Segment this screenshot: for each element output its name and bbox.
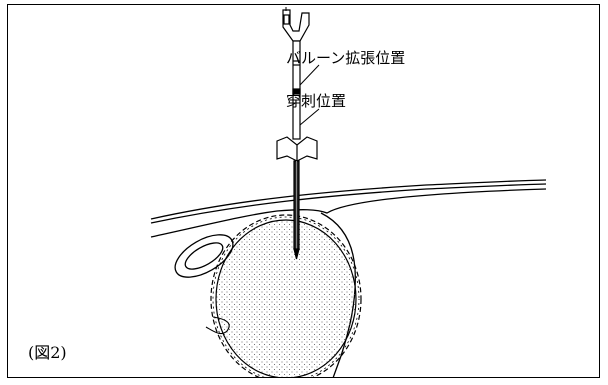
abdominal-wall-inner-line: [150, 183, 547, 224]
vessel-inner: [184, 242, 224, 270]
vessel-outer: [174, 234, 234, 278]
abdominal-wall-outer-line: [150, 179, 547, 220]
needle-tip: [293, 248, 300, 260]
puncture-diagram: [150, 7, 547, 377]
drain-tail: [205, 316, 230, 335]
figure-caption: (図2): [28, 343, 67, 362]
balloon-position-label: バルーン拡張位置: [286, 49, 406, 67]
puncture-position-label: 穿刺位置: [286, 92, 347, 110]
connector-cap: [283, 14, 290, 25]
peritoneum-line: [150, 188, 547, 238]
leader-puncture: [299, 108, 320, 126]
figure-frame: [7, 4, 600, 378]
needle: [276, 7, 318, 260]
cyst: [210, 214, 362, 377]
leader-balloon: [299, 64, 320, 86]
